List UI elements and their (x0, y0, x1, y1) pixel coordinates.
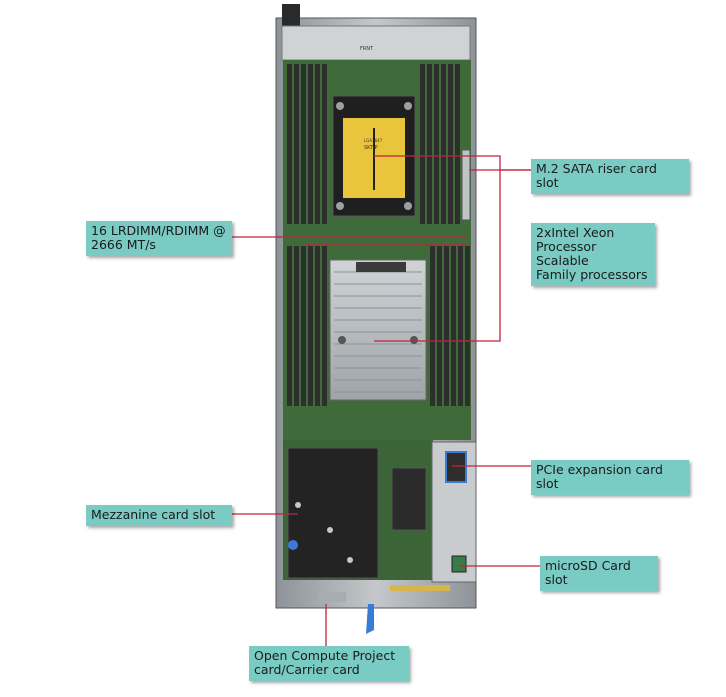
dimm-bank-lower-left (287, 246, 327, 406)
mezz-standoff (327, 527, 333, 533)
heatsink-fins (334, 271, 422, 393)
callout-ocp-card: Open Compute Project card/Carrier card (249, 646, 409, 681)
heatsink-screw (338, 336, 346, 344)
pch-heatsink (391, 467, 427, 531)
m2-riser-slot (461, 149, 471, 221)
callout-m2-riser: M.2 SATA riser card slot (531, 159, 689, 194)
front-handle (282, 4, 300, 28)
mezz-blue-clip (288, 540, 298, 550)
mezz-standoff (295, 502, 301, 508)
socket-label-text: SKT-P (364, 145, 377, 151)
heatsink-screw (410, 336, 418, 344)
top-label: FRNT (360, 46, 374, 52)
dimm-bank-upper-left (287, 64, 327, 224)
socket-screw (336, 102, 344, 110)
callout-microsd-slot: microSD Card slot (540, 556, 658, 591)
pcie-slot (445, 451, 467, 483)
socket-screw (336, 202, 344, 210)
ocp-connector (318, 592, 346, 602)
cpu2-heatsink (329, 259, 427, 401)
socket-screw (404, 202, 412, 210)
callout-pcie-slot: PCIe expansion card slot (531, 460, 689, 495)
blue-release-latch (366, 604, 374, 634)
lower-connector (390, 585, 450, 591)
top-bracket (281, 25, 471, 61)
dimm-bank-upper-right (420, 64, 460, 224)
callout-dimm: 16 LRDIMM/RDIMM @ 2666 MT/s (86, 221, 232, 256)
dimm-bank-lower-right (430, 246, 470, 406)
callout-mezzanine-slot: Mezzanine card slot (86, 505, 232, 526)
mezz-standoff (347, 557, 353, 563)
microsd-slot (451, 555, 467, 573)
callout-xeon-processors: 2xIntel Xeon Processor Scalable Family p… (531, 223, 655, 286)
socket-screw (404, 102, 412, 110)
leader-lines (232, 155, 540, 648)
vrm-caps (356, 262, 406, 272)
mezzanine-card (287, 447, 379, 579)
